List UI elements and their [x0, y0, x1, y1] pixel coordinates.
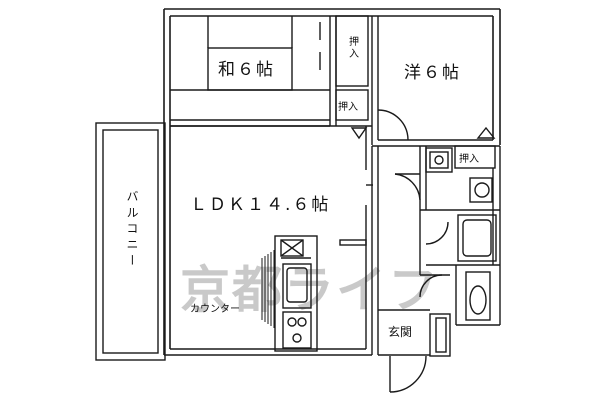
outer-walls	[163, 8, 501, 356]
genkan-label: 玄関	[388, 324, 412, 339]
closet-right-label: 押入	[459, 152, 479, 165]
balcony	[95, 122, 166, 361]
ldk-walls	[170, 125, 373, 355]
closet-middle	[335, 89, 369, 121]
washitsu-label: 和６帖	[218, 60, 275, 80]
utility-area	[377, 146, 501, 355]
closet-top-label: 押入	[347, 35, 359, 60]
closet-top	[335, 15, 369, 87]
kitchen-fixtures	[280, 239, 312, 349]
genkan-area	[378, 309, 451, 393]
ldk-label: ＬＤＫ１４.６帖	[190, 195, 330, 215]
youshitsu-label: 洋６帖	[404, 63, 461, 83]
closet-middle-label: 押入	[338, 100, 358, 113]
counter-label: カウンター	[190, 303, 240, 315]
closet-right	[454, 145, 496, 169]
counter-steps	[261, 250, 275, 328]
balcony-label: バルコニー	[125, 190, 139, 270]
